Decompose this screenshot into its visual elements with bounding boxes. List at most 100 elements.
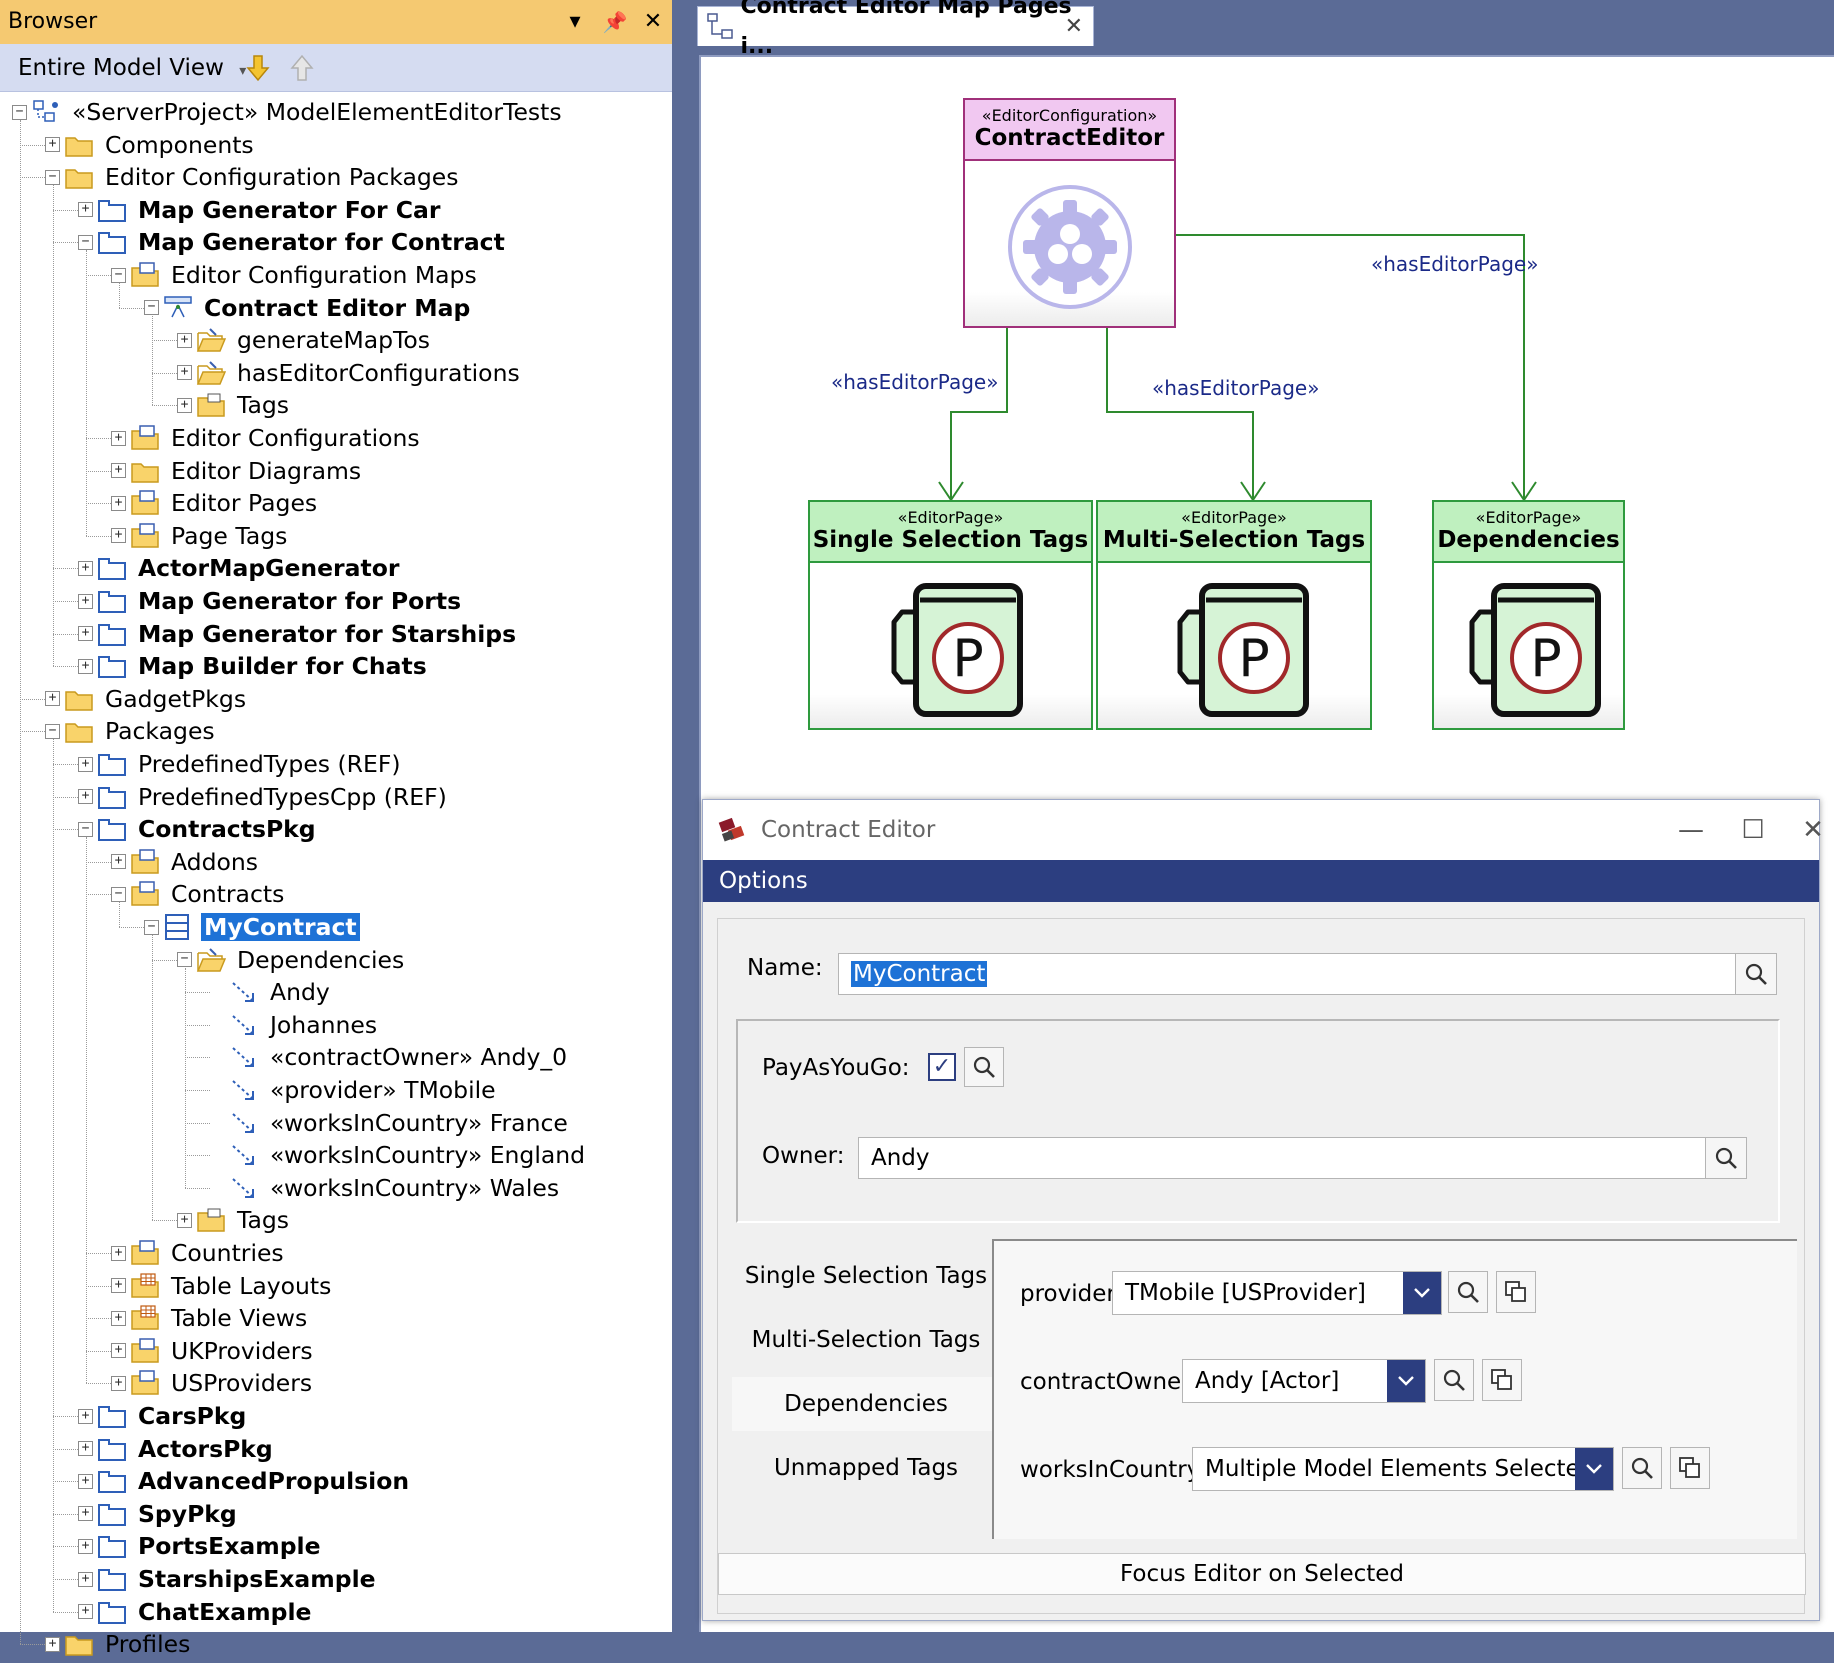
tree-item[interactable]: −MyContract — [144, 911, 360, 943]
owner-search-button[interactable] — [1705, 1137, 1747, 1179]
expand-toggle[interactable]: + — [111, 430, 126, 446]
editor-configuration-node[interactable]: «EditorConfiguration» ContractEditor — [963, 98, 1176, 328]
collapse-toggle[interactable]: − — [78, 234, 93, 250]
contract-owner-search-button[interactable] — [1434, 1359, 1474, 1401]
tree-item[interactable]: +Editor Configurations — [111, 422, 423, 454]
collapse-toggle[interactable]: − — [144, 919, 159, 935]
tree-item[interactable]: Andy — [210, 976, 333, 1008]
tree-item[interactable]: +Page Tags — [111, 520, 290, 552]
payasyougo-search-button[interactable] — [964, 1047, 1004, 1087]
tree-item[interactable]: +CarsPkg — [78, 1400, 249, 1432]
tree-item[interactable]: +USProviders — [111, 1367, 315, 1399]
expand-toggle[interactable]: + — [78, 1538, 93, 1554]
tree-item[interactable]: +Map Generator for Ports — [78, 585, 464, 617]
expand-toggle[interactable]: + — [78, 658, 93, 674]
tree-item[interactable]: +GadgetPkgs — [45, 683, 249, 715]
expand-toggle[interactable]: + — [111, 1375, 126, 1391]
expand-toggle[interactable]: + — [78, 626, 93, 642]
expand-toggle[interactable]: + — [177, 365, 192, 381]
provider-dropdown[interactable]: TMobile [USProvider] — [1112, 1271, 1442, 1315]
name-search-button[interactable] — [1735, 953, 1777, 995]
expand-toggle[interactable]: + — [78, 1506, 93, 1522]
tree-item[interactable]: +PredefinedTypes (REF) — [78, 748, 404, 780]
expand-toggle[interactable]: + — [111, 1278, 126, 1294]
tree-item[interactable]: +PredefinedTypesCpp (REF) — [78, 781, 450, 813]
tree-item[interactable]: +ActorMapGenerator — [78, 552, 402, 584]
tree-item[interactable]: +UKProviders — [111, 1335, 316, 1367]
tree-item[interactable]: +Components — [45, 129, 257, 161]
expand-toggle[interactable]: + — [45, 137, 60, 153]
tab-contract-editor-map[interactable]: Contract Editor Map Pages i... ✕ — [697, 0, 1094, 59]
tree-item[interactable]: +Tags — [177, 389, 292, 421]
collapse-toggle[interactable]: − — [111, 267, 126, 283]
tree-item[interactable]: +Editor Pages — [111, 487, 320, 519]
editor-page-node-multi-selection[interactable]: «EditorPage» Multi-Selection Tags P — [1096, 500, 1372, 730]
maximize-icon[interactable]: ☐ — [1741, 815, 1765, 845]
name-field[interactable]: MyContract — [838, 953, 1736, 995]
arrow-down-icon[interactable] — [246, 54, 270, 82]
tree-item[interactable]: −Editor Configuration Packages — [45, 161, 462, 193]
focus-editor-button[interactable]: Focus Editor on Selected — [718, 1553, 1806, 1595]
tree-item[interactable]: «worksInCountry» England — [210, 1139, 588, 1171]
expand-toggle[interactable]: + — [111, 1245, 126, 1261]
tree-item[interactable]: −Dependencies — [177, 944, 407, 976]
tree-item[interactable]: −Contract Editor Map — [144, 292, 473, 324]
expand-toggle[interactable]: + — [78, 1441, 93, 1457]
expand-toggle[interactable]: + — [78, 1473, 93, 1489]
tree-item[interactable]: +ChatExample — [78, 1596, 314, 1628]
owner-field[interactable]: Andy — [858, 1137, 1706, 1179]
expand-toggle[interactable]: + — [111, 854, 126, 870]
expand-toggle[interactable]: + — [45, 1636, 60, 1652]
panel-splitter[interactable] — [672, 0, 690, 1632]
arrow-up-icon[interactable] — [290, 54, 314, 82]
tree-item[interactable]: −Contracts — [111, 878, 287, 910]
contract-owner-dropdown[interactable]: Andy [Actor] — [1182, 1359, 1426, 1403]
editor-page-node-single-selection[interactable]: «EditorPage» Single Selection Tags P — [808, 500, 1093, 730]
minimize-icon[interactable]: — — [1678, 815, 1704, 845]
collapse-toggle[interactable]: − — [111, 886, 126, 902]
tree-item[interactable]: +Tags — [177, 1204, 292, 1236]
tree-item[interactable]: −«ServerProject» ModelElementEditorTests — [12, 96, 565, 128]
expand-toggle[interactable]: + — [111, 1343, 126, 1359]
tree-item[interactable]: +Map Builder for Chats — [78, 650, 430, 682]
tree-item[interactable]: −Packages — [45, 715, 218, 747]
chevron-down-icon[interactable] — [1403, 1272, 1441, 1314]
tree-item[interactable]: +AdvancedPropulsion — [78, 1465, 412, 1497]
tree-item[interactable]: +Editor Diagrams — [111, 455, 364, 487]
tree-item[interactable]: +PortsExample — [78, 1530, 324, 1562]
tree-item[interactable]: −Editor Configuration Maps — [111, 259, 480, 291]
editor-page-node-dependencies[interactable]: «EditorPage» Dependencies P — [1432, 500, 1625, 730]
collapse-toggle[interactable]: − — [177, 952, 192, 968]
tree-item[interactable]: +SpyPkg — [78, 1498, 240, 1530]
close-panel-icon[interactable]: ✕ — [643, 9, 663, 34]
close-icon[interactable]: ✕ — [1802, 815, 1824, 845]
expand-toggle[interactable]: + — [111, 528, 126, 544]
expand-toggle[interactable]: + — [45, 691, 60, 707]
pin-icon[interactable]: 📌 — [602, 10, 628, 34]
tree-item[interactable]: «provider» TMobile — [210, 1074, 499, 1106]
expand-toggle[interactable]: + — [111, 1310, 126, 1326]
tree-item[interactable]: «worksInCountry» Wales — [210, 1172, 562, 1204]
tree-item[interactable]: +StarshipsExample — [78, 1563, 379, 1595]
chevron-down-icon[interactable] — [1387, 1360, 1425, 1402]
expand-toggle[interactable]: + — [177, 1212, 192, 1228]
tree-item[interactable]: +Map Generator For Car — [78, 194, 443, 226]
payasyougo-checkbox[interactable]: ✓ — [928, 1053, 956, 1081]
collapse-toggle[interactable]: − — [45, 169, 60, 185]
tree-item[interactable]: «contractOwner» Andy_0 — [210, 1041, 570, 1073]
tree-item[interactable]: +Addons — [111, 846, 261, 878]
expand-toggle[interactable]: + — [78, 560, 93, 576]
collapse-toggle[interactable]: − — [144, 300, 159, 316]
tree-item[interactable]: +generateMapTos — [177, 324, 433, 356]
tree-item[interactable]: −ContractsPkg — [78, 813, 319, 845]
tree-item[interactable]: +hasEditorConfigurations — [177, 357, 523, 389]
tree-item[interactable]: «worksInCountry» France — [210, 1107, 571, 1139]
tree-item[interactable]: Johannes — [210, 1009, 380, 1041]
provider-search-button[interactable] — [1448, 1271, 1488, 1313]
works-in-country-search-button[interactable] — [1622, 1447, 1662, 1489]
tree-item[interactable]: +Table Layouts — [111, 1270, 334, 1302]
expand-toggle[interactable]: + — [78, 202, 93, 218]
tree-item[interactable]: −Map Generator for Contract — [78, 226, 508, 258]
tree-item[interactable]: +Table Views — [111, 1302, 310, 1334]
tab-dependencies[interactable]: Dependencies — [732, 1377, 1000, 1431]
